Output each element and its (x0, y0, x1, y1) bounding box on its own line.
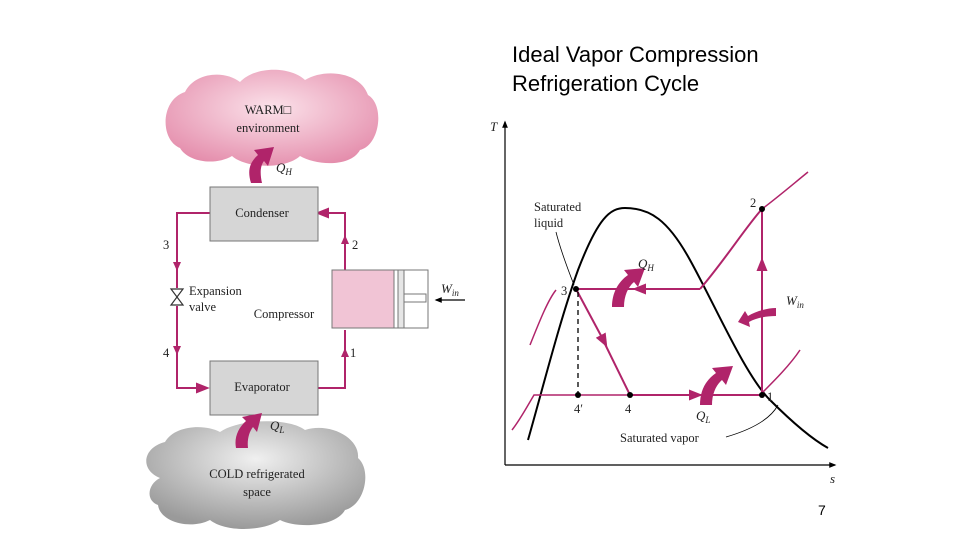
ts-point-2-label: 2 (750, 196, 756, 210)
ts-cycle-path (575, 206, 768, 401)
sat-liquid-leader (555, 231, 575, 286)
expansion-label-line-2: valve (189, 300, 217, 314)
schematic-qh-arrow: QH (249, 147, 292, 183)
cold-label-line-2: space (243, 485, 271, 499)
page-number: 7 (818, 502, 826, 518)
ts-x-axis-label: s (830, 471, 835, 486)
sat-vapor-label: Saturated vapor (620, 431, 700, 445)
compressor-unit: Compressor (254, 269, 429, 329)
schematic-state-4: 4 (163, 346, 170, 360)
schematic-state-3: 3 (163, 238, 169, 252)
ts-y-axis-label: T (490, 119, 498, 134)
ts-state-points (573, 206, 765, 398)
pipe-arrows (173, 235, 349, 357)
title-line-1: Ideal Vapor Compression (512, 42, 759, 67)
title-line-2: Refrigeration Cycle (512, 71, 700, 96)
expansion-label-line-1: Expansion (189, 284, 243, 298)
schematic-qh-label: QH (276, 160, 292, 177)
schematic-state-1: 1 (350, 346, 356, 360)
ts-win-arrow: Win (738, 293, 804, 327)
warm-label-line-1: WARM□ (245, 103, 292, 117)
sat-liquid-line-2: liquid (534, 216, 564, 230)
schematic-ql-arrow: QL (235, 413, 284, 448)
evaporator-box: Evaporator (209, 360, 319, 416)
ts-point-3-label: 3 (561, 284, 567, 298)
schematic-state-2: 2 (352, 238, 358, 252)
schematic-ql-label: QL (270, 418, 284, 435)
evaporator-label: Evaporator (234, 380, 290, 394)
ts-ql-arrow: QL (696, 366, 733, 425)
ts-point-1-label: 1 (767, 390, 773, 404)
condenser-label: Condenser (235, 206, 289, 220)
cold-label-line-1: COLD refrigerated (209, 467, 305, 481)
warm-environment-cloud: WARM□ environment (165, 69, 379, 166)
condenser-box: Condenser (209, 186, 319, 242)
ts-ql-label: QL (696, 408, 710, 425)
saturation-dome (527, 206, 829, 449)
ts-axes (502, 120, 837, 468)
sat-liquid-line-1: Saturated (534, 200, 582, 214)
ts-qh-arrow: QH (612, 256, 654, 307)
slide-title: Ideal Vapor Compression Refrigeration Cy… (512, 40, 759, 98)
ts-point-4prime-label: 4′ (574, 402, 583, 416)
warm-label-line-2: environment (236, 121, 300, 135)
cold-space-cloud: COLD refrigerated space (146, 421, 366, 529)
expansion-valve-symbol (169, 288, 185, 306)
ts-point-4-label: 4 (625, 402, 632, 416)
schematic-win-label: Win (441, 281, 459, 298)
schematic-work-arrow: Win (434, 281, 465, 303)
sat-vapor-leader (725, 404, 779, 438)
ts-qh-label: QH (638, 256, 654, 273)
compressor-label: Compressor (254, 307, 315, 321)
ts-win-label: Win (786, 293, 804, 310)
